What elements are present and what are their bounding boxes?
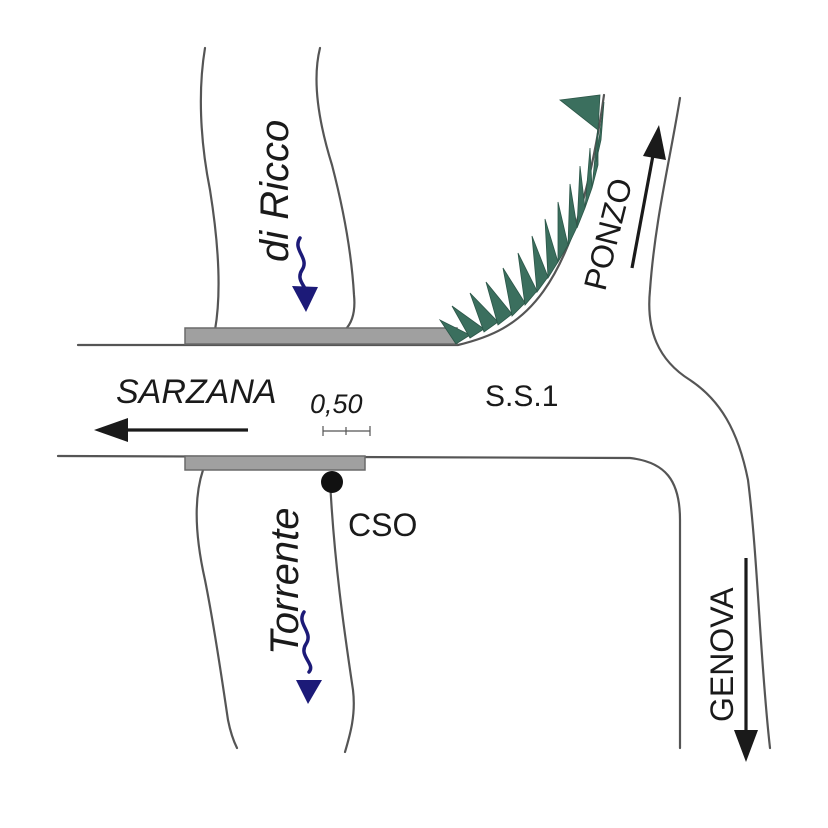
stream-name-upper-label: di Ricco: [253, 120, 297, 262]
stream-upper-left-bank: [199, 46, 220, 332]
stream-name-lower-label: Torrente: [263, 508, 307, 656]
direction-arrow-icon: [630, 125, 666, 269]
road-west-label: SARZANA: [116, 373, 277, 411]
bridge-south: [184, 455, 366, 471]
embankment-hatching: [438, 94, 605, 345]
cso-label: CSO: [348, 507, 417, 543]
stream-upper-right-bank: [315, 46, 356, 332]
direction-arrow-icon: [734, 558, 758, 762]
scale-bar: [322, 426, 371, 436]
stream-lower-left-bank: [195, 468, 239, 750]
flow-arrow-icon: [292, 236, 318, 312]
road-south-edge: [56, 454, 682, 750]
road-south-label: GENOVA: [704, 587, 740, 722]
scale-label: 0,50: [310, 389, 363, 419]
stream-lower-right-bank: [328, 478, 355, 754]
road-name-label: S.S.1: [485, 380, 558, 413]
road-north-edge: [76, 93, 606, 347]
cso-point-icon: [321, 471, 343, 493]
direction-arrow-icon: [94, 418, 248, 442]
bridge-north: [184, 327, 458, 345]
road-east-edge: [648, 96, 772, 750]
flow-arrow-icon: [296, 610, 322, 704]
